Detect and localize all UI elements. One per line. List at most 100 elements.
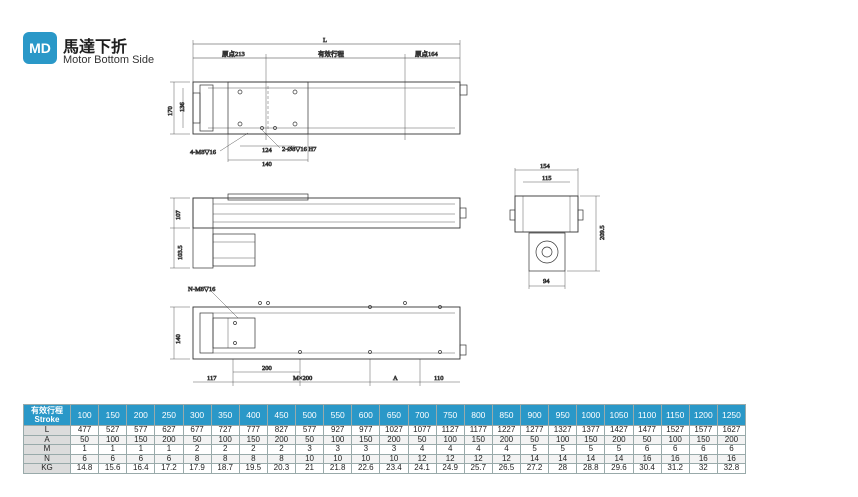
end-view: 154 115 209.5 94 bbox=[509, 163, 606, 289]
stroke-column-header: 850 bbox=[491, 404, 522, 426]
dim-label-pin-holes: 2-Ø8▽16 H7 bbox=[282, 146, 317, 153]
table-cell: 25.7 bbox=[463, 463, 493, 474]
table-cell: 577 bbox=[294, 425, 325, 436]
table-cell: 50 bbox=[519, 434, 550, 446]
stroke-column-header: 150 bbox=[98, 404, 128, 426]
table-cell: 1 bbox=[98, 444, 128, 455]
table-cell: 2 bbox=[266, 444, 297, 455]
table-cell: 6 bbox=[69, 453, 100, 465]
table-cell: 8 bbox=[266, 453, 297, 465]
table-cell: 50 bbox=[632, 434, 662, 446]
table-cell: 1327 bbox=[548, 425, 578, 436]
table-cell: 1577 bbox=[688, 425, 718, 436]
table-cell: 10 bbox=[351, 453, 381, 465]
table-cell: 10 bbox=[294, 453, 325, 465]
table-cell: 1477 bbox=[632, 425, 662, 436]
table-cell: 30.4 bbox=[632, 463, 662, 474]
table-cell: 1277 bbox=[519, 425, 550, 436]
front-view: 107 103.5 bbox=[170, 193, 467, 269]
table-cell: 12 bbox=[491, 453, 522, 465]
table-cell: 19.5 bbox=[238, 463, 268, 474]
table-cell: 150 bbox=[688, 434, 718, 446]
table-cell: 28.8 bbox=[576, 463, 606, 474]
table-cell: 2 bbox=[210, 444, 240, 455]
table-cell: 32.8 bbox=[716, 463, 747, 474]
table-cell: 17.9 bbox=[182, 463, 212, 474]
table-cell: 1227 bbox=[491, 425, 522, 436]
table-cell: 777 bbox=[238, 425, 268, 436]
dim-label-136: 136 bbox=[179, 102, 186, 113]
table-cell: 21.8 bbox=[323, 463, 353, 474]
stroke-column-header: 650 bbox=[379, 404, 409, 426]
dim-label-124: 124 bbox=[262, 147, 273, 154]
table-cell: 1427 bbox=[604, 425, 634, 436]
table-cell: 15.6 bbox=[98, 463, 128, 474]
table-cell: 31.2 bbox=[660, 463, 690, 474]
table-cell: 927 bbox=[323, 425, 353, 436]
table-cell: 1 bbox=[126, 444, 156, 455]
table-cell: 50 bbox=[294, 434, 325, 446]
table-cell: 5 bbox=[548, 444, 578, 455]
top-view: L 原点213 有效行程 原点164 170 136 4-M8▽16 2-Ø8▽… bbox=[167, 37, 468, 168]
dim-label-200: 200 bbox=[262, 365, 272, 372]
table-cell: 28 bbox=[548, 463, 578, 474]
table-cell: 3 bbox=[294, 444, 325, 455]
dim-label-107: 107 bbox=[175, 210, 182, 221]
table-cell: 8 bbox=[182, 453, 212, 465]
table-cell: 1 bbox=[154, 444, 184, 455]
table-cell: 2 bbox=[238, 444, 268, 455]
table-cell: 6 bbox=[716, 444, 747, 455]
stroke-column-header: 700 bbox=[407, 404, 437, 426]
table-cell: 14.8 bbox=[69, 463, 100, 474]
table-cell: 727 bbox=[210, 425, 240, 436]
table-cell: 3 bbox=[379, 444, 409, 455]
row-label: N bbox=[23, 453, 71, 465]
table-cell: 100 bbox=[323, 434, 353, 446]
table-cell: 1027 bbox=[379, 425, 409, 436]
dim-label-stroke: 有效行程 bbox=[318, 49, 345, 58]
table-cell: 150 bbox=[126, 434, 156, 446]
stroke-column-header: 1150 bbox=[660, 404, 690, 426]
technical-drawing: L 原点213 有效行程 原点164 170 136 4-M8▽16 2-Ø8▽… bbox=[167, 37, 606, 386]
table-cell: 16 bbox=[688, 453, 718, 465]
table-cell: 1177 bbox=[463, 425, 493, 436]
md-badge: MD bbox=[23, 32, 57, 64]
table-cell: 200 bbox=[716, 434, 747, 446]
table-cell: 3 bbox=[323, 444, 353, 455]
table-cell: 5 bbox=[604, 444, 634, 455]
stroke-column-header: 250 bbox=[154, 404, 184, 426]
stroke-column-header: 400 bbox=[238, 404, 268, 426]
table-cell: 200 bbox=[266, 434, 297, 446]
table-cell: 5 bbox=[519, 444, 550, 455]
bottom-view: N-M8▽16 140 200 117 M×200 A 110 bbox=[170, 286, 467, 386]
table-cell: 22.6 bbox=[351, 463, 381, 474]
stroke-column-header: 600 bbox=[351, 404, 381, 426]
table-cell: 150 bbox=[576, 434, 606, 446]
stroke-column-header: 1250 bbox=[716, 404, 747, 426]
table-cell: 50 bbox=[69, 434, 100, 446]
dim-label-117: 117 bbox=[207, 375, 217, 382]
table-cell: 100 bbox=[210, 434, 240, 446]
table-cell: 32 bbox=[688, 463, 718, 474]
table-cell: 1127 bbox=[435, 425, 465, 436]
row-label: A bbox=[23, 434, 71, 446]
table-cell: 477 bbox=[69, 425, 100, 436]
table-cell: 5 bbox=[576, 444, 606, 455]
table-cell: 21 bbox=[294, 463, 325, 474]
table-cell: 6 bbox=[126, 453, 156, 465]
table-cell: 18.7 bbox=[210, 463, 240, 474]
table-cell: 200 bbox=[491, 434, 522, 446]
table-cell: 150 bbox=[351, 434, 381, 446]
table-cell: 14 bbox=[548, 453, 578, 465]
dim-label-mount-holes: 4-M8▽16 bbox=[190, 149, 217, 156]
table-cell: 4 bbox=[407, 444, 437, 455]
dim-label-origin-164: 原点164 bbox=[415, 50, 439, 58]
stroke-column-header: 750 bbox=[435, 404, 465, 426]
stroke-column-header: 100 bbox=[69, 404, 100, 426]
dim-label-209-5: 209.5 bbox=[599, 225, 606, 240]
dim-label-110: 110 bbox=[434, 375, 444, 382]
